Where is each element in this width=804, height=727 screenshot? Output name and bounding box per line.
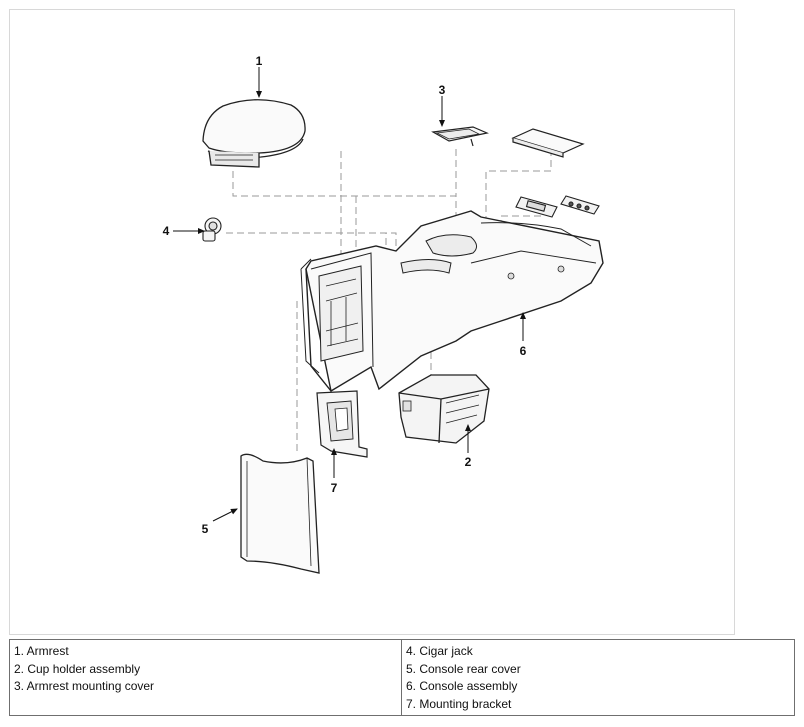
- legend-item-mounting-bracket: 7. Mounting bracket: [406, 696, 512, 711]
- legend-item-cigar-jack: 4. Cigar jack: [406, 644, 473, 658]
- cup-holder-assembly-part: [398, 374, 490, 444]
- callout-6: 6: [520, 344, 527, 358]
- arrow-5: [212, 508, 238, 522]
- callout-7: 7: [331, 481, 338, 495]
- legend-column-right: 4. Cigar jack 5. Console rear cover 6. C…: [402, 640, 794, 715]
- legend-item-console-assembly: 6. Console assembly: [406, 679, 518, 693]
- callout-1: 1: [256, 54, 263, 68]
- console-rear-cover-part: [240, 453, 320, 574]
- legend-item-cup-holder-assembly: 2. Cup holder assembly: [14, 661, 141, 676]
- callout-2: 2: [465, 455, 472, 469]
- callout-3: 3: [439, 83, 446, 97]
- cigar-jack-part: [202, 217, 222, 242]
- legend-item-console-rear-cover: 5. Console rear cover: [406, 661, 521, 676]
- switch-panel-part: [515, 195, 600, 218]
- legend-item-armrest-mounting-cover: 3. Armrest mounting cover: [14, 679, 155, 693]
- callout-arrows: [173, 67, 526, 522]
- armrest-mounting-cover-part: [431, 126, 489, 147]
- console-assembly-part: [300, 210, 604, 393]
- parts-legend-table: 1. Armrest 2. Cup holder assembly 3. Arm…: [9, 639, 795, 716]
- legend-column-left: 1. Armrest 2. Cup holder assembly 3. Arm…: [10, 640, 402, 715]
- exploded-view-diagram: 1 2 3 4 5 6 7: [9, 9, 735, 635]
- console-upper-cover-part: [511, 128, 585, 158]
- armrest-part: [202, 99, 306, 168]
- mounting-bracket-part: [316, 390, 368, 458]
- legend-item-armrest: 1. Armrest: [14, 644, 69, 658]
- callout-5: 5: [202, 522, 209, 536]
- callout-4: 4: [163, 224, 170, 238]
